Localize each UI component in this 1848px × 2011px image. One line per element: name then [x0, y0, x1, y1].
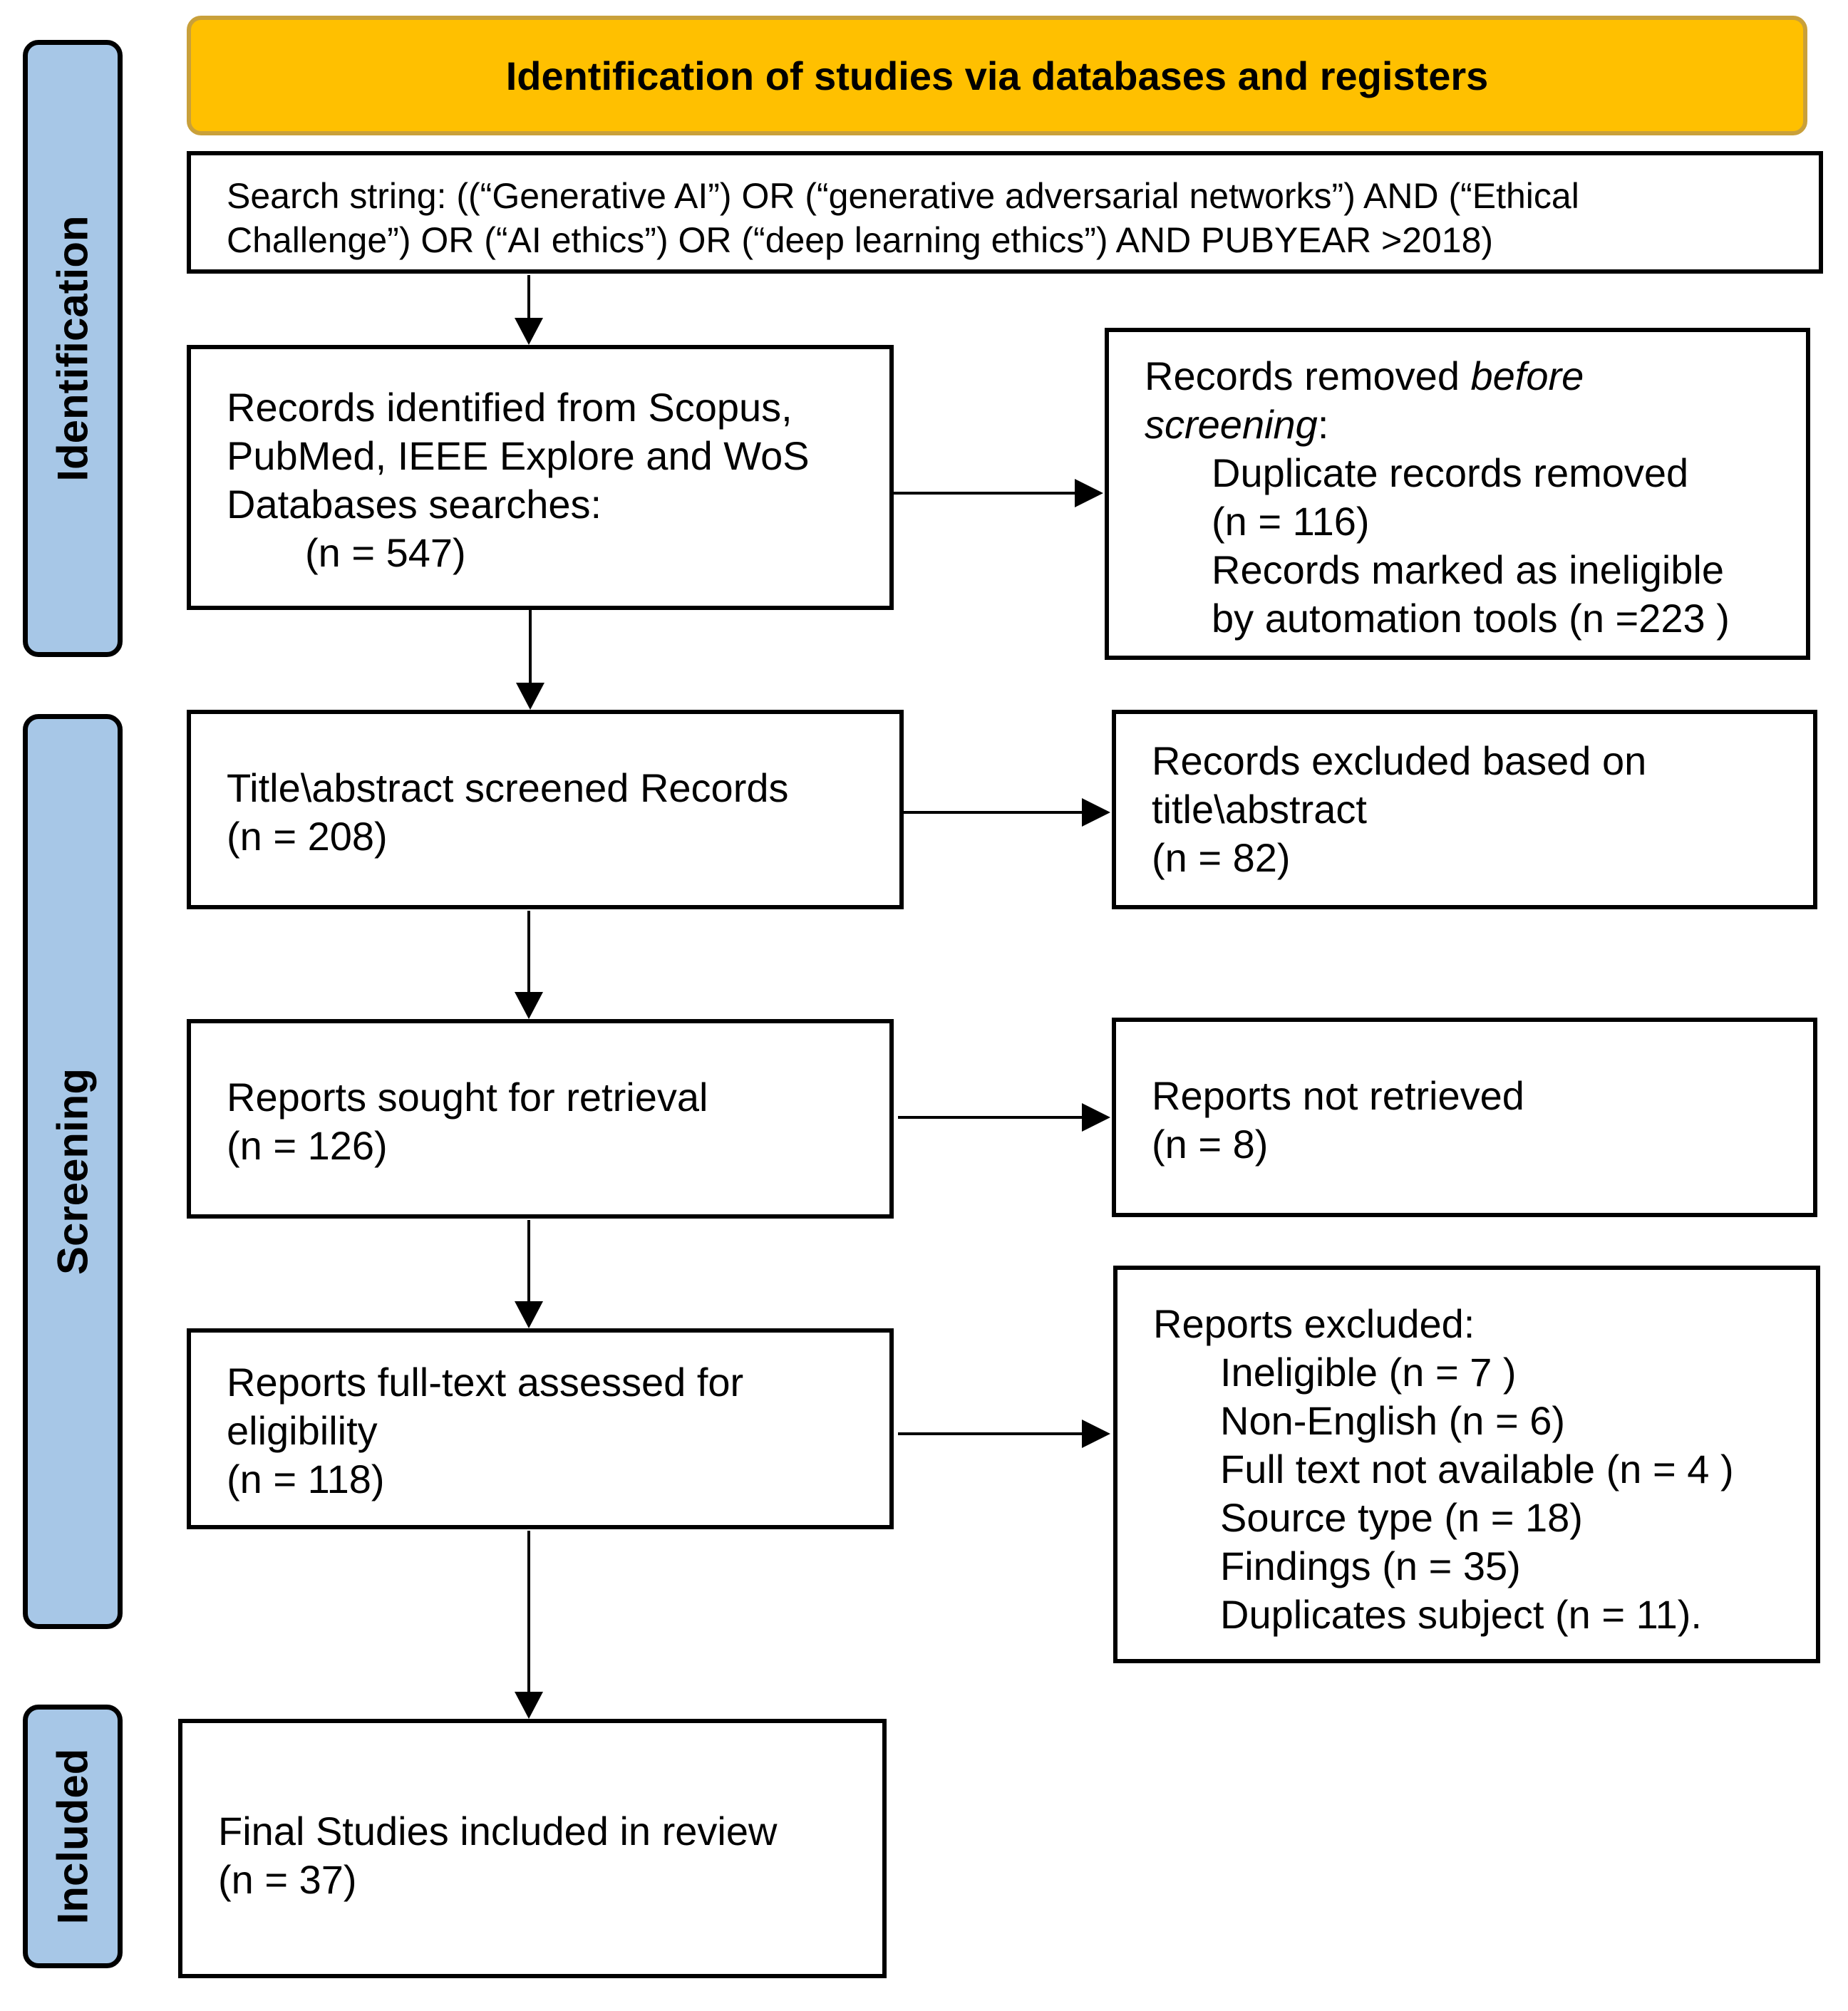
exclusion-reason: Non-English (n = 6) — [1220, 1398, 1566, 1443]
identification-banner: Identification of studies via databases … — [187, 16, 1807, 135]
exclusion-reason: Duplicates subject (n = 11). — [1220, 1592, 1702, 1637]
assessed-count: (n = 118) — [227, 1457, 385, 1501]
arrowhead — [515, 1692, 543, 1719]
arrowhead — [1082, 1420, 1110, 1448]
duplicates-removed-line-1: Duplicate records removed — [1212, 450, 1689, 495]
records-identified-line-3: Databases searches: — [227, 482, 602, 527]
reports-excluded-title: Reports excluded: — [1153, 1301, 1475, 1346]
reports-not-retrieved-box: Reports not retrieved (n = 8) — [1112, 1018, 1817, 1217]
arrowhead — [1075, 479, 1103, 507]
records-removed-heading: Records removed before — [1145, 353, 1584, 398]
search-string-line-1: Search string: ((“Generative AI”) OR (“g… — [227, 176, 1579, 216]
exclusion-reason: Source type (n = 18) — [1220, 1495, 1583, 1540]
exclusion-reason: Ineligible (n = 7 ) — [1220, 1350, 1517, 1395]
screened-records-box: Title\abstract screened Records (n = 208… — [187, 710, 904, 909]
banner-title: Identification of studies via databases … — [505, 53, 1489, 98]
reports-sought-line-1: Reports sought for retrieval — [227, 1075, 708, 1120]
arrowhead — [516, 683, 544, 710]
not-retrieved-count: (n = 8) — [1152, 1122, 1269, 1167]
excluded-ta-line-2: title\abstract — [1152, 787, 1367, 832]
assessed-line-2: eligibility — [227, 1408, 378, 1453]
phase-identification: Identification — [23, 40, 123, 657]
excluded-ta-count: (n = 82) — [1152, 835, 1291, 880]
final-studies-count: (n = 37) — [218, 1857, 357, 1902]
screened-records-count: (n = 208) — [227, 814, 388, 859]
phase-included: Included — [23, 1705, 123, 1968]
exclusion-reason: Findings (n = 35) — [1220, 1544, 1521, 1588]
exclusion-reason: Full text not available (n = 4 ) — [1220, 1447, 1734, 1492]
reports-sought-box: Reports sought for retrieval (n = 126) — [187, 1019, 894, 1219]
reports-assessed-box: Reports full-text assessed for eligibili… — [187, 1328, 894, 1529]
records-removed-heading-2: screening: — [1145, 402, 1329, 447]
search-string-line-2: Challenge”) OR (“AI ethics”) OR (“deep l… — [227, 220, 1494, 260]
arrowhead — [515, 992, 543, 1019]
records-identified-line-1: Records identified from Scopus, — [227, 385, 793, 430]
reports-sought-count: (n = 126) — [227, 1123, 388, 1168]
records-identified-line-2: PubMed, IEEE Explore and WoS — [227, 433, 810, 478]
reports-excluded-box: Reports excluded: Ineligible (n = 7 ) No… — [1113, 1266, 1820, 1663]
final-studies-line-1: Final Studies included in review — [218, 1809, 778, 1854]
phase-screening: Screening — [23, 714, 123, 1629]
arrowhead — [1082, 798, 1110, 827]
screened-records-line-1: Title\abstract screened Records — [227, 765, 789, 810]
ineligible-line-2: by automation tools (n =223 ) — [1212, 596, 1730, 641]
records-identified-box: Records identified from Scopus, PubMed, … — [187, 345, 894, 610]
excluded-title-abstract-box: Records excluded based on title\abstract… — [1112, 710, 1817, 909]
ineligible-line-1: Records marked as ineligible — [1212, 547, 1725, 592]
final-studies-box: Final Studies included in review (n = 37… — [178, 1719, 887, 1978]
arrowhead — [1082, 1103, 1110, 1132]
not-retrieved-line-1: Reports not retrieved — [1152, 1073, 1524, 1118]
search-string-box: Search string: ((“Generative AI”) OR (“g… — [187, 151, 1823, 274]
records-identified-count: (n = 547) — [305, 530, 466, 575]
duplicates-removed-line-2: (n = 116) — [1212, 499, 1370, 544]
arrowhead — [515, 1301, 543, 1328]
excluded-ta-line-1: Records excluded based on — [1152, 738, 1647, 783]
arrowhead — [515, 318, 543, 345]
records-removed-box: Records removed before screening: Duplic… — [1105, 328, 1810, 660]
assessed-line-1: Reports full-text assessed for — [227, 1360, 744, 1405]
